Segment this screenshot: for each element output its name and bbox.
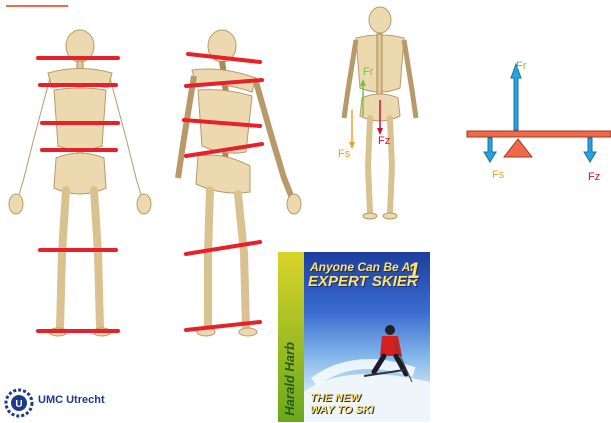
skeleton-back-level [0,28,160,338]
skeleton-fs-label: Fs [338,148,350,160]
tilt-line-knee [186,242,260,254]
book-cover: Anyone Can Be An EXPERT SKIER 1 Harald H… [278,252,430,422]
umc-logo: U [4,388,34,418]
lever-fulcrum [504,139,532,157]
skeleton-front-forces [330,6,430,226]
skeleton-fr-label: Fr [363,66,373,78]
book-title-line2: EXPERT SKIER [308,273,418,290]
lever-fs-arrow [484,138,496,162]
lever-fz-label: Fz [588,171,600,183]
book-title-line1: Anyone Can Be An [310,260,418,274]
skeleton-back-level-bones [9,30,151,336]
lever-fz-arrow [584,138,596,162]
book-author: Harald Harb [282,342,297,416]
lever-fr-label: Fr [516,60,526,72]
lever-beam [467,131,611,137]
umc-logo-text: UMC Utrecht [38,394,105,406]
lever-fs-label: Fs [492,169,504,181]
book-number: 1 [408,258,420,284]
book-tagline: THE NEW WAY TO SKI [310,392,374,416]
skeleton-fz-arrowhead [377,128,383,135]
lever-fr-arrow [511,64,521,130]
book-tagline-line1: THE NEW [310,392,374,404]
skeleton-fz-label: Fz [378,135,390,147]
svg-text:U: U [15,399,22,410]
lever-diagram [464,56,611,166]
umc-seal-icon: U [4,388,34,418]
book-tagline-line2: WAY TO SKI [310,404,374,416]
accent-bar [6,5,68,7]
